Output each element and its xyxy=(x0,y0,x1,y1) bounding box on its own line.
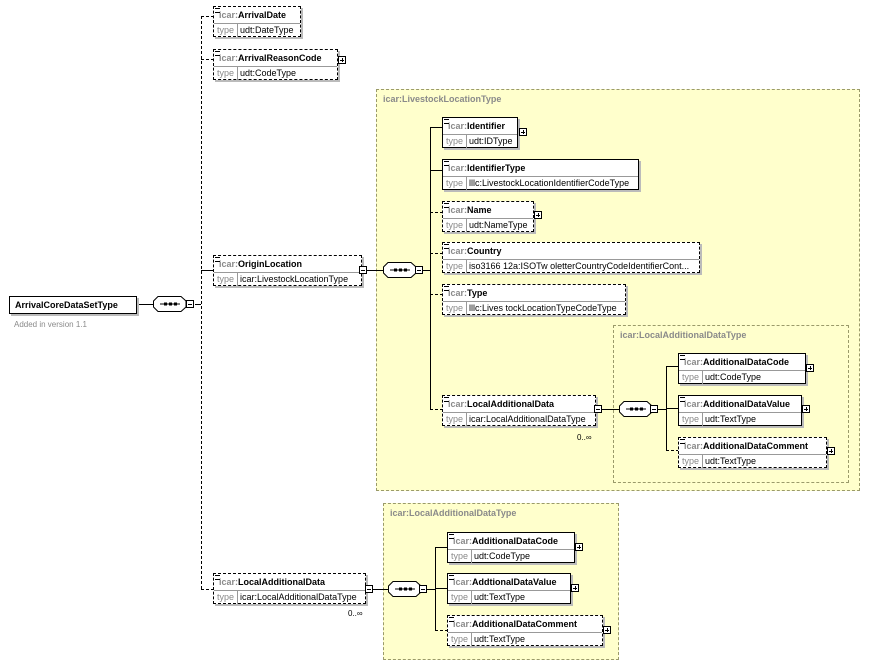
element-name: AdditionalDataComment xyxy=(472,619,578,629)
element-marker-icon xyxy=(444,119,449,124)
collapse-inner-local-additional-data-button[interactable] xyxy=(594,405,602,413)
element-name: AdditionalDataComment xyxy=(703,441,809,451)
bottom-local-sequence-collapse-button[interactable] xyxy=(419,585,427,593)
element-name: Type xyxy=(467,288,488,298)
element-type: udt:CodeType xyxy=(474,551,531,561)
element-type: udt:DateType xyxy=(240,25,294,35)
inner-local-sequence-icon[interactable] xyxy=(619,401,653,417)
group-title: icar:LocalAdditionalDataType xyxy=(390,508,517,518)
element-marker-icon xyxy=(215,257,220,262)
group-title: icar:LivestockLocationType xyxy=(383,94,502,104)
element-type: udt:CodeType xyxy=(705,372,762,382)
element-name: AdditionalDataValue xyxy=(703,399,791,409)
livestock-sequence-icon[interactable] xyxy=(383,262,417,278)
expand-identifier-button[interactable] xyxy=(519,128,527,136)
element-marker-icon xyxy=(215,575,220,580)
element-name: ArrivalDate xyxy=(238,10,287,20)
element-type: icar:LivestockLocationType xyxy=(240,274,349,284)
group-title: icar:LocalAdditionalDataType xyxy=(620,330,747,340)
inner-local-sequence-collapse-button[interactable] xyxy=(650,405,658,413)
element-name: AdditionalDataCode xyxy=(703,357,790,367)
element-type: udt:CodeType xyxy=(240,68,297,78)
element-type: udt:TextType xyxy=(705,456,757,466)
element-marker-icon xyxy=(449,534,454,539)
element-marker-icon xyxy=(444,286,449,291)
element-marker-icon xyxy=(449,617,454,622)
expand-name-button[interactable] xyxy=(534,211,542,219)
element-type: udt:TextType xyxy=(474,634,526,644)
element-type: lllc:LivestockLocationIdentifierCodeType xyxy=(469,178,630,188)
element-type: iso3166 12a:ISOTw oletterCountryCodeIden… xyxy=(469,261,690,271)
cardinality-label: 0..∞ xyxy=(577,433,592,442)
element-marker-icon xyxy=(215,8,220,13)
expand-inner-additional-data-code-button[interactable] xyxy=(806,364,814,372)
element-marker-icon xyxy=(680,397,685,402)
element-marker-icon xyxy=(444,161,449,166)
element-name: Name xyxy=(467,205,492,215)
version-note: Added in version 1.1 xyxy=(14,320,87,329)
cardinality-label: 0..∞ xyxy=(348,609,363,618)
element-type: udt:TextType xyxy=(474,592,526,602)
expand-inner-additional-data-comment-button[interactable] xyxy=(827,447,835,455)
element-type: udt:IDType xyxy=(469,136,513,146)
element-marker-icon xyxy=(215,51,220,56)
bottom-local-sequence-icon[interactable] xyxy=(388,581,422,597)
root-type-label: ArrivalCoreDataSetType xyxy=(15,300,118,310)
element-name: AdditionalDataCode xyxy=(472,536,559,546)
expand-bottom-additional-data-value-button[interactable] xyxy=(571,584,579,592)
element-marker-icon xyxy=(449,575,454,580)
collapse-local-additional-data-button[interactable] xyxy=(365,585,373,593)
root-sequence-icon[interactable] xyxy=(153,296,187,312)
expand-arrival-reason-code-button[interactable] xyxy=(338,56,346,64)
element-type: udt:TextType xyxy=(705,414,757,424)
livestock-sequence-collapse-button[interactable] xyxy=(415,266,423,274)
element-marker-icon xyxy=(444,244,449,249)
element-name: AddtionalDataValue xyxy=(472,577,557,587)
element-marker-icon xyxy=(680,355,685,360)
element-marker-icon xyxy=(680,439,685,444)
element-type: icar:LocalAdditionalDataType xyxy=(240,592,357,602)
root-type-box[interactable]: ArrivalCoreDataSetType xyxy=(9,296,137,314)
element-name: IdentifierType xyxy=(467,163,526,173)
root-sequence-collapse-button[interactable] xyxy=(186,300,194,308)
element-name: Country xyxy=(467,246,502,256)
element-name: LocalAdditionalData xyxy=(238,577,326,587)
element-name: Identifier xyxy=(467,121,506,131)
element-marker-icon xyxy=(444,203,449,208)
expand-bottom-additional-data-comment-button[interactable] xyxy=(603,626,611,634)
element-marker-icon xyxy=(444,397,449,402)
element-type: icar:LocalAdditionalDataType xyxy=(469,414,586,424)
expand-inner-additional-data-value-button[interactable] xyxy=(802,405,810,413)
element-type: udt:NameType xyxy=(469,220,528,230)
collapse-origin-location-button[interactable] xyxy=(359,266,367,274)
expand-bottom-additional-data-code-button[interactable] xyxy=(575,543,583,551)
element-name: LocalAdditionalData xyxy=(467,399,555,409)
element-name: OriginLocation xyxy=(238,259,303,269)
element-name: ArrivalReasonCode xyxy=(238,53,322,63)
element-type: lllc:Lives tockLocationTypeCodeType xyxy=(469,303,617,313)
